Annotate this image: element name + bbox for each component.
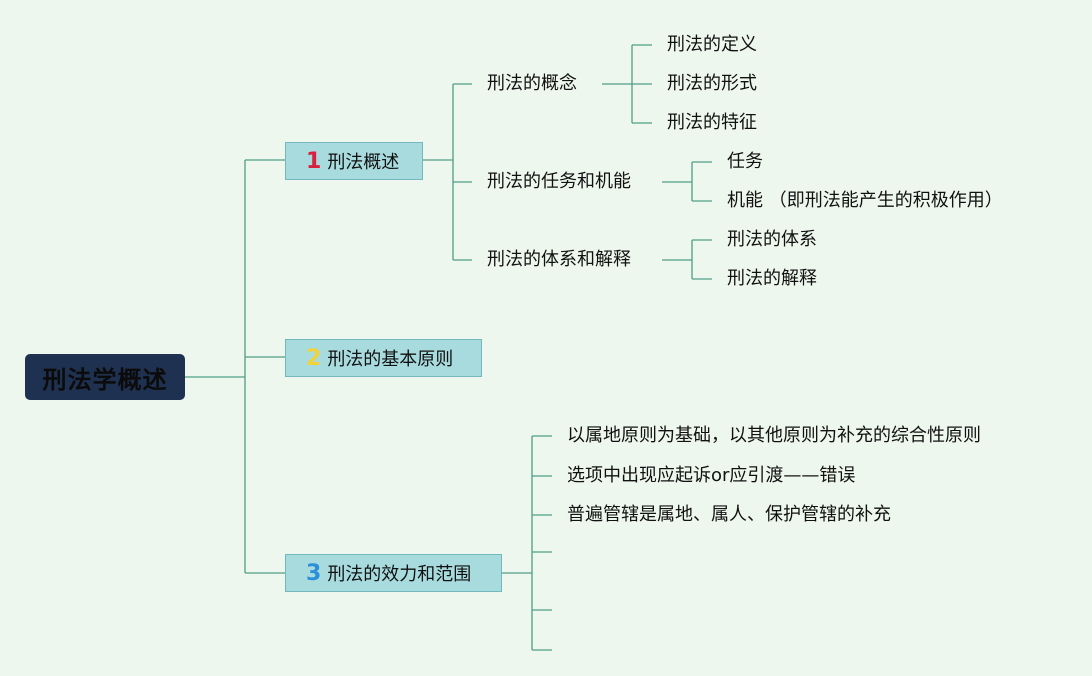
branch-node-3[interactable]: 3 刑法的效力和范围 (285, 554, 502, 592)
leaf-node[interactable]: 刑法的解释 (727, 268, 817, 289)
branch-node-2[interactable]: 2 刑法的基本原则 (285, 339, 482, 377)
leaf-node[interactable]: 以属地原则为基础，以其他原则为补充的综合性原则 (567, 425, 981, 446)
leaf-node[interactable]: 选项中出现应起诉or应引渡——错误 (567, 465, 856, 486)
root-label: 刑法学概述 (42, 365, 168, 394)
leaf-node[interactable]: 刑法的定义 (667, 34, 757, 55)
leaf-node[interactable]: 任务 (727, 151, 763, 172)
branch-number-2: 2 (306, 345, 322, 371)
topic-node-concept[interactable]: 刑法的概念 (487, 73, 577, 94)
branch-number-1: 1 (306, 148, 322, 174)
topic-node-system-interpretation[interactable]: 刑法的体系和解释 (487, 249, 631, 270)
leaf-node[interactable]: 刑法的形式 (667, 73, 757, 94)
leaf-node[interactable]: 机能 （即刑法能产生的积极作用） (727, 190, 1003, 211)
branch-label-2: 刑法的基本原则 (327, 349, 454, 370)
root-node[interactable]: 刑法学概述 (25, 354, 185, 400)
branch-number-3: 3 (306, 560, 322, 586)
branch-label-3: 刑法的效力和范围 (327, 564, 472, 585)
leaf-node[interactable]: 刑法的体系 (727, 229, 817, 250)
leaf-node[interactable]: 普遍管辖是属地、属人、保护管辖的补充 (567, 504, 891, 525)
branch-node-1[interactable]: 1 刑法概述 (285, 142, 423, 180)
branch-label-1: 刑法概述 (327, 152, 400, 173)
topic-node-task-function[interactable]: 刑法的任务和机能 (487, 171, 631, 192)
leaf-node[interactable]: 刑法的特征 (667, 112, 757, 133)
